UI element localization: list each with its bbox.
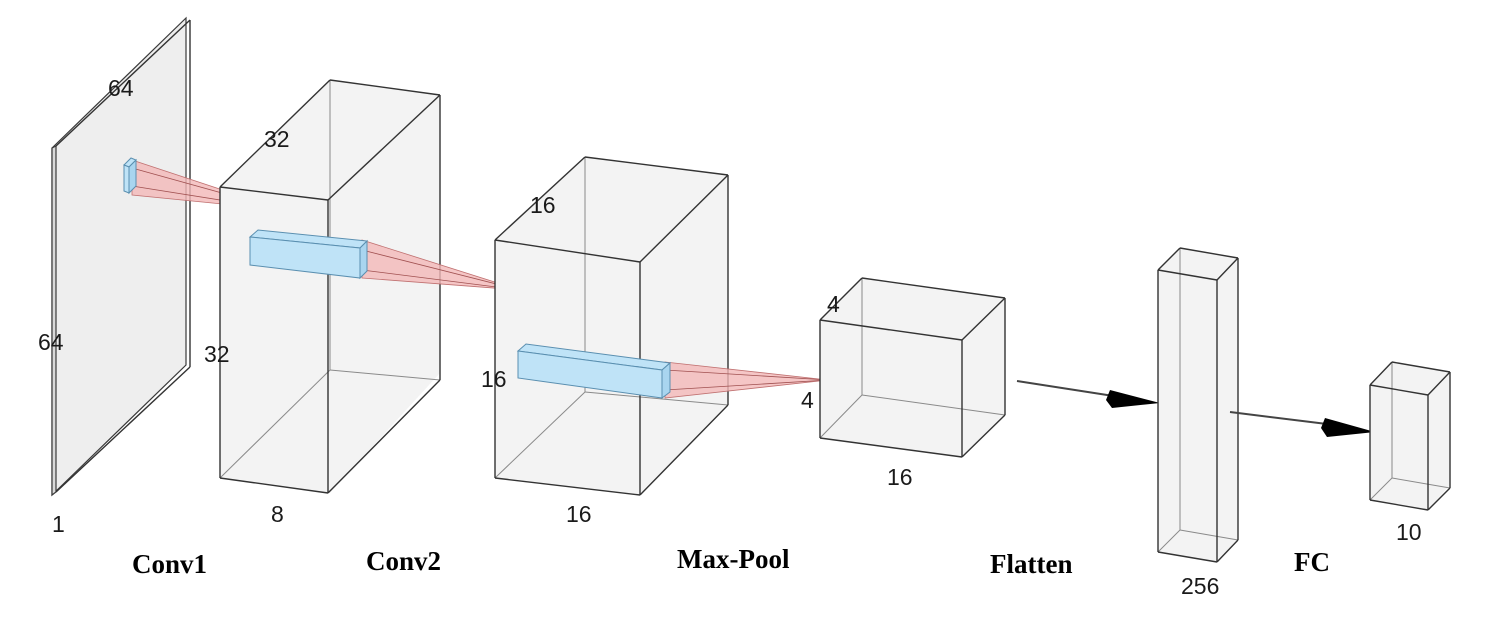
maxpool-width-label: 16	[530, 192, 556, 218]
conv2-kernel	[248, 229, 521, 291]
arrow-fc-to-output	[1229, 411, 1375, 437]
caption-fc: FC	[1294, 547, 1330, 577]
flatten-width-label: 4	[827, 291, 840, 317]
conv1-block	[51, 16, 191, 497]
fc-size-label: 256	[1181, 573, 1219, 599]
maxpool-depth-label: 16	[566, 501, 592, 527]
fc-block	[1157, 247, 1239, 563]
conv1-width-label: 64	[108, 75, 134, 101]
conv1-depth-label: 1	[52, 511, 65, 537]
flatten-depth-label: 16	[887, 464, 913, 490]
conv2-depth-label: 8	[271, 501, 284, 527]
conv2-block	[219, 79, 441, 494]
caption-maxpool: Max-Pool	[677, 544, 790, 574]
output-size-label: 10	[1396, 519, 1422, 545]
caption-conv2: Conv2	[366, 546, 441, 576]
conv1-height-label: 64	[38, 329, 64, 355]
maxpool-kernel	[516, 343, 829, 399]
output-block	[1369, 361, 1451, 511]
flatten-block	[819, 277, 1006, 458]
arrow-flatten-to-fc	[1016, 380, 1160, 408]
conv2-width-label: 32	[264, 126, 290, 152]
caption-conv1: Conv1	[132, 549, 207, 579]
maxpool-height-label: 16	[481, 366, 507, 392]
caption-flatten: Flatten	[990, 549, 1072, 579]
flatten-height-label: 4	[801, 387, 814, 413]
conv2-height-label: 32	[204, 341, 230, 367]
